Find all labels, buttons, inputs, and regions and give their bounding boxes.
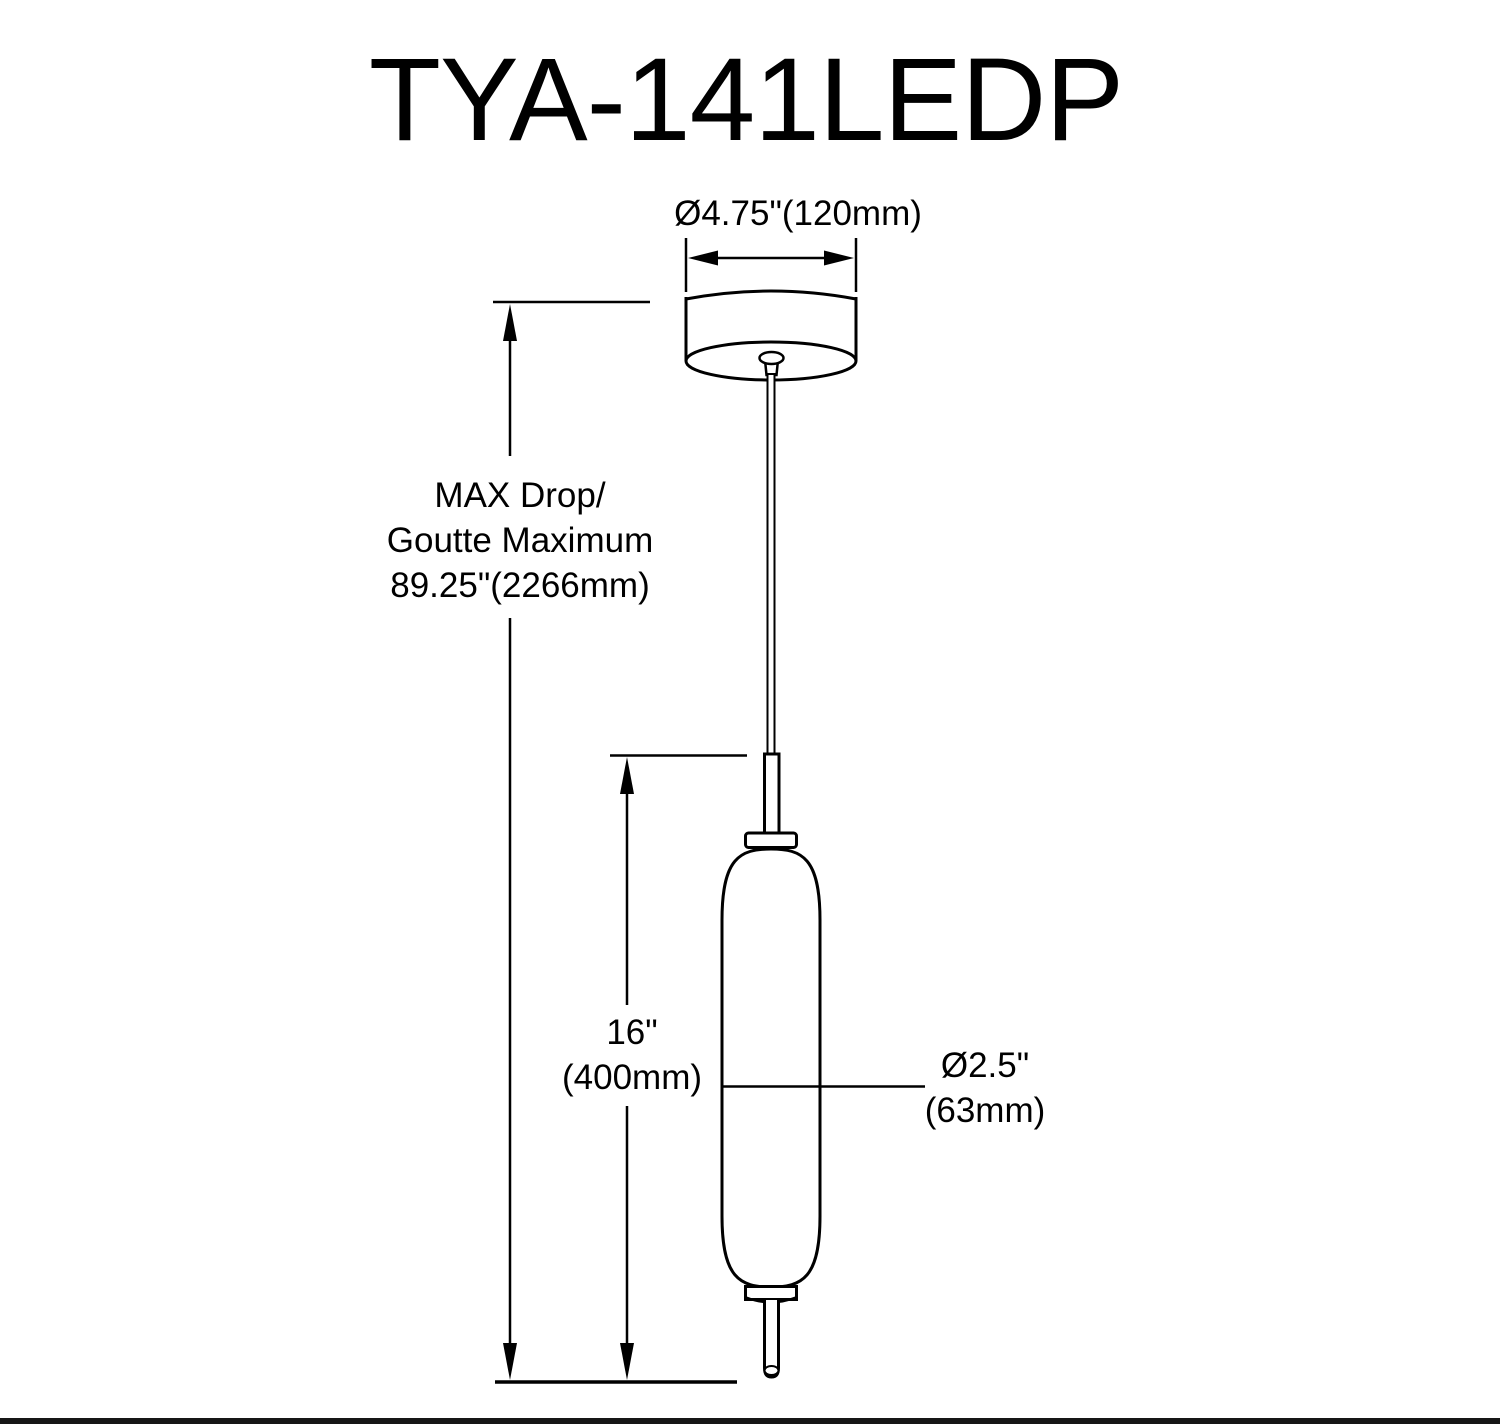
max-drop-label-line1: MAX Drop/: [434, 476, 606, 515]
pendant-body: [720, 752, 822, 1379]
tube-diameter-label-line2: (63mm): [924, 1091, 1046, 1130]
canopy: [684, 289, 858, 382]
canopy-diameter-dimension: [684, 238, 858, 292]
canopy-top-arc: [685, 289, 857, 301]
max-drop-label: MAX Drop/ Goutte Maximum 89.25"(2266mm): [387, 473, 653, 608]
max-drop-dimension: [493, 300, 650, 1380]
max-drop-label-line2: Goutte Maximum: [386, 521, 654, 560]
arrowhead-right-icon: [824, 250, 854, 266]
tube-diameter-label-line1: Ø2.5": [940, 1046, 1030, 1085]
glass-tube: [720, 847, 822, 1289]
product-model-title: TYA-141LEDP: [368, 34, 1124, 166]
fixture-height-label: 16" (400mm): [562, 1010, 702, 1100]
fixture-height-label-line2: (400mm): [561, 1058, 703, 1097]
bottom-collar: [744, 1285, 798, 1301]
arrowhead-down-icon: [503, 1343, 517, 1380]
arrowhead-left-icon: [688, 250, 718, 266]
fixture-height-label-line1: 16": [606, 1013, 658, 1052]
arrowhead-down-icon: [620, 1343, 634, 1380]
max-drop-label-line3: 89.25"(2266mm): [390, 566, 650, 605]
top-stem: [763, 752, 781, 836]
arrowhead-up-icon: [503, 304, 517, 341]
bottom-border-bar: [0, 1418, 1500, 1424]
arrowhead-up-icon: [620, 757, 634, 794]
hanger-knob-cap: [758, 350, 785, 366]
tube-diameter-label: Ø2.5" (63mm): [925, 1043, 1046, 1133]
canopy-diameter-label: Ø4.75"(120mm): [674, 194, 922, 233]
fixture-height-dimension: [610, 754, 747, 1380]
bottom-rod-tip: [763, 1365, 780, 1376]
suspension-cord: [766, 373, 776, 758]
top-collar: [744, 831, 798, 849]
